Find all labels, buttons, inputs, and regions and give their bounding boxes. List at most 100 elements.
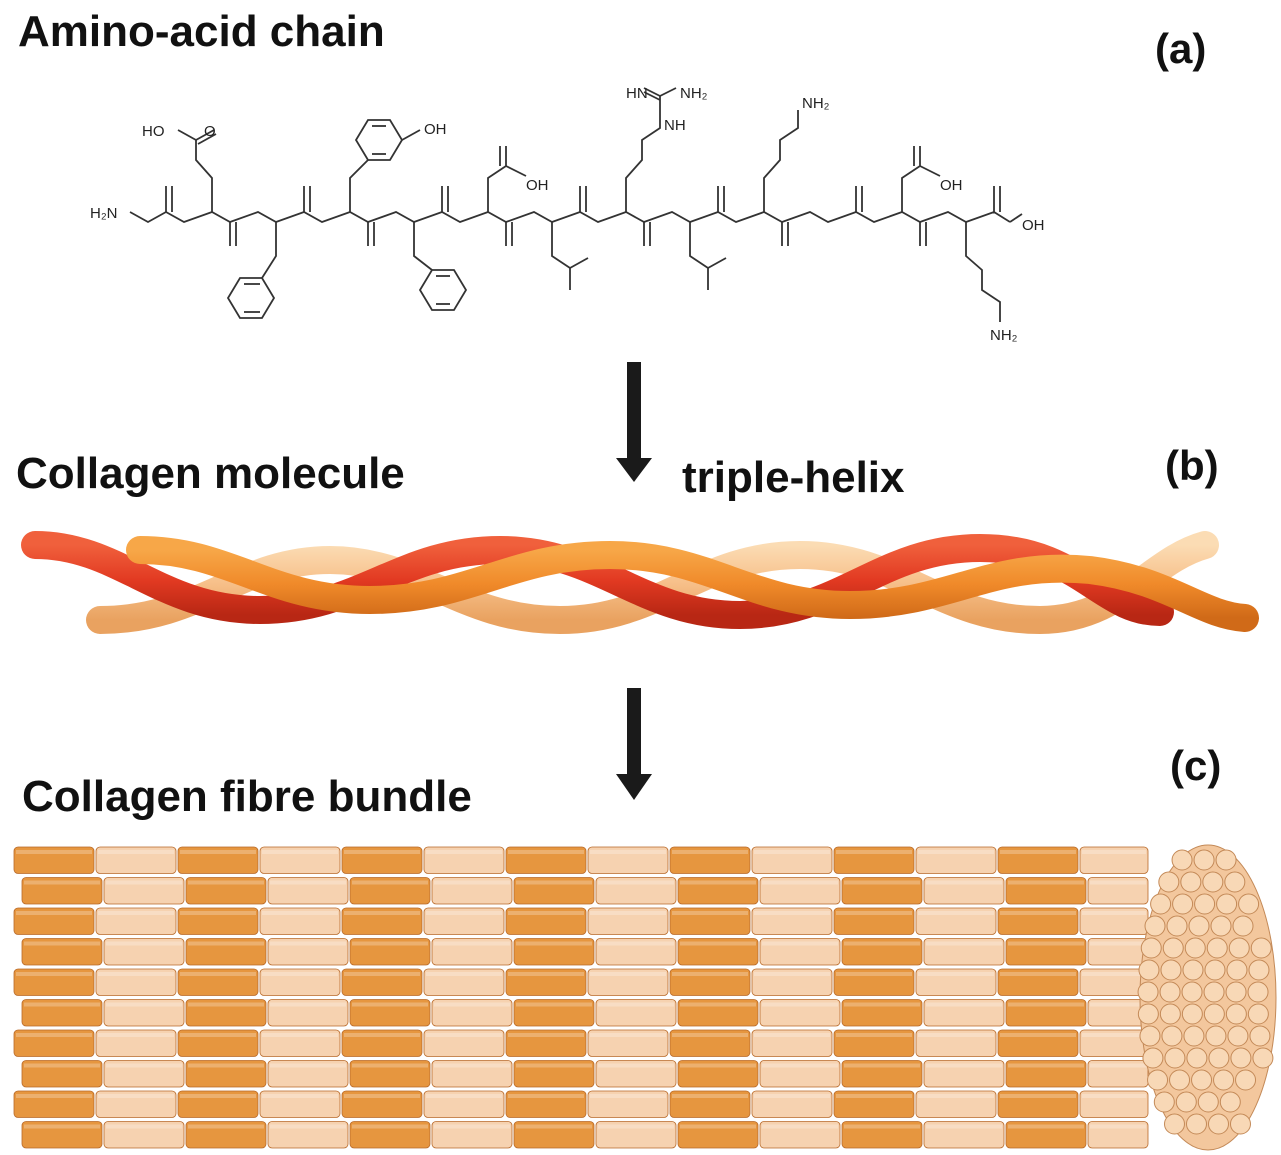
fibril-segment bbox=[177, 907, 259, 935]
fibril-highlight bbox=[352, 1063, 428, 1068]
fibril-cross-section bbox=[1144, 915, 1166, 937]
fibril-cross-section bbox=[1203, 981, 1225, 1003]
fibril-highlight bbox=[516, 1063, 592, 1068]
fibril-highlight bbox=[98, 972, 174, 976]
fibril-cross-section bbox=[1219, 1091, 1241, 1113]
fibril-highlight bbox=[590, 1094, 666, 1098]
fibril-highlight bbox=[270, 941, 346, 946]
fibril-segment bbox=[1005, 1060, 1087, 1088]
fibril-highlight bbox=[590, 850, 666, 854]
fibril-highlight bbox=[344, 850, 420, 854]
fibril-segment bbox=[13, 1090, 95, 1118]
fibril-segment bbox=[997, 1090, 1079, 1118]
fibril-segment bbox=[677, 999, 759, 1027]
fibril-segment bbox=[21, 1121, 103, 1149]
fibril-segment bbox=[267, 1121, 349, 1149]
fibril-highlight bbox=[762, 1002, 838, 1007]
fibril-segment bbox=[923, 938, 1005, 966]
fibril-segment bbox=[21, 999, 103, 1027]
fibril-cross-section bbox=[1159, 1003, 1181, 1025]
fibril-segment bbox=[1087, 1121, 1149, 1149]
fibril-segment bbox=[513, 1060, 595, 1088]
fibril-highlight bbox=[180, 1094, 256, 1098]
fibril-highlight bbox=[672, 850, 748, 854]
fibril-cross-section bbox=[1229, 1113, 1251, 1135]
fibril-highlight bbox=[262, 850, 338, 854]
fibril-cross-section bbox=[1249, 1025, 1271, 1047]
fibril-segment bbox=[349, 1121, 431, 1149]
fibril-segment bbox=[103, 1060, 185, 1088]
fibril-highlight bbox=[754, 850, 830, 854]
fibril-highlight bbox=[680, 941, 756, 946]
fibril-segment bbox=[759, 999, 841, 1027]
fibril-segment bbox=[595, 1121, 677, 1149]
fibril-highlight bbox=[598, 941, 674, 946]
fibril-highlight bbox=[16, 972, 92, 976]
fibril-highlight bbox=[24, 880, 100, 885]
fibril-highlight bbox=[680, 880, 756, 885]
fibril-segment bbox=[1005, 999, 1087, 1027]
fibril-highlight bbox=[270, 1063, 346, 1068]
fibril-highlight bbox=[844, 1124, 920, 1129]
fibril-highlight bbox=[918, 1094, 994, 1098]
fibril-segment bbox=[267, 1060, 349, 1088]
fibril-segment bbox=[21, 877, 103, 905]
fibril-highlight bbox=[106, 880, 182, 885]
fibril-segment bbox=[423, 968, 505, 996]
fibril-highlight bbox=[836, 1094, 912, 1098]
fibril-cross-section bbox=[1207, 1113, 1229, 1135]
fibril-cross-section bbox=[1164, 1047, 1186, 1069]
fibril-segment bbox=[595, 938, 677, 966]
fibril-segment bbox=[677, 1121, 759, 1149]
fibril-highlight bbox=[762, 880, 838, 885]
fibril-highlight bbox=[352, 1002, 428, 1007]
fibril-segment bbox=[177, 846, 259, 874]
fibril-highlight bbox=[16, 1033, 92, 1037]
fibril-cross-section bbox=[1248, 959, 1270, 981]
fibril-highlight bbox=[188, 941, 264, 946]
fibril-cross-section bbox=[1235, 1069, 1257, 1091]
fibril-highlight bbox=[1008, 1124, 1084, 1129]
fibril-segment bbox=[997, 907, 1079, 935]
fibril-highlight bbox=[754, 911, 830, 915]
fibril-cross-section bbox=[1181, 1003, 1203, 1025]
fibril-highlight bbox=[344, 972, 420, 976]
fibril-segment bbox=[587, 968, 669, 996]
fibril-segment bbox=[669, 1090, 751, 1118]
fibril-segment bbox=[833, 1029, 915, 1057]
fibril-highlight bbox=[598, 1063, 674, 1068]
label-nh2-arg: NH₂ bbox=[680, 85, 708, 102]
fibril-segment bbox=[587, 907, 669, 935]
fibril-segment bbox=[759, 1060, 841, 1088]
fibril-segment bbox=[341, 968, 423, 996]
fibril-segment bbox=[513, 999, 595, 1027]
fibril-cross-section bbox=[1137, 981, 1159, 1003]
fibril-highlight bbox=[426, 850, 502, 854]
fibril-highlight bbox=[508, 1094, 584, 1098]
fibril-cross-section bbox=[1137, 1003, 1159, 1025]
fibril-segment bbox=[841, 999, 923, 1027]
fibril-cross-section bbox=[1158, 871, 1180, 893]
fibril-segment bbox=[267, 877, 349, 905]
fibril-highlight bbox=[180, 972, 256, 976]
fibril-segment bbox=[759, 1121, 841, 1149]
fibril-segment bbox=[505, 846, 587, 874]
panel-a-letter: (a) bbox=[1155, 25, 1207, 72]
label-oh-tyr: OH bbox=[424, 121, 447, 138]
fibril-segment bbox=[95, 1090, 177, 1118]
fibril-highlight bbox=[106, 1124, 182, 1129]
fibril-highlight bbox=[262, 911, 338, 915]
fibril-cross-section bbox=[1226, 959, 1248, 981]
fibril-segment bbox=[1079, 846, 1149, 874]
fibril-cross-section bbox=[1205, 1025, 1227, 1047]
fibril-cross-section bbox=[1180, 871, 1202, 893]
fibril-segment bbox=[95, 968, 177, 996]
fibril-segment bbox=[997, 846, 1079, 874]
fibril-cross-section bbox=[1232, 915, 1254, 937]
fibril-highlight bbox=[754, 1094, 830, 1098]
fibril-highlight bbox=[188, 1063, 264, 1068]
fibril-highlight bbox=[1000, 911, 1076, 915]
fibril-highlight bbox=[1090, 1063, 1146, 1068]
peptide-backbone bbox=[129, 87, 1023, 322]
fibril-cross-section bbox=[1138, 959, 1160, 981]
